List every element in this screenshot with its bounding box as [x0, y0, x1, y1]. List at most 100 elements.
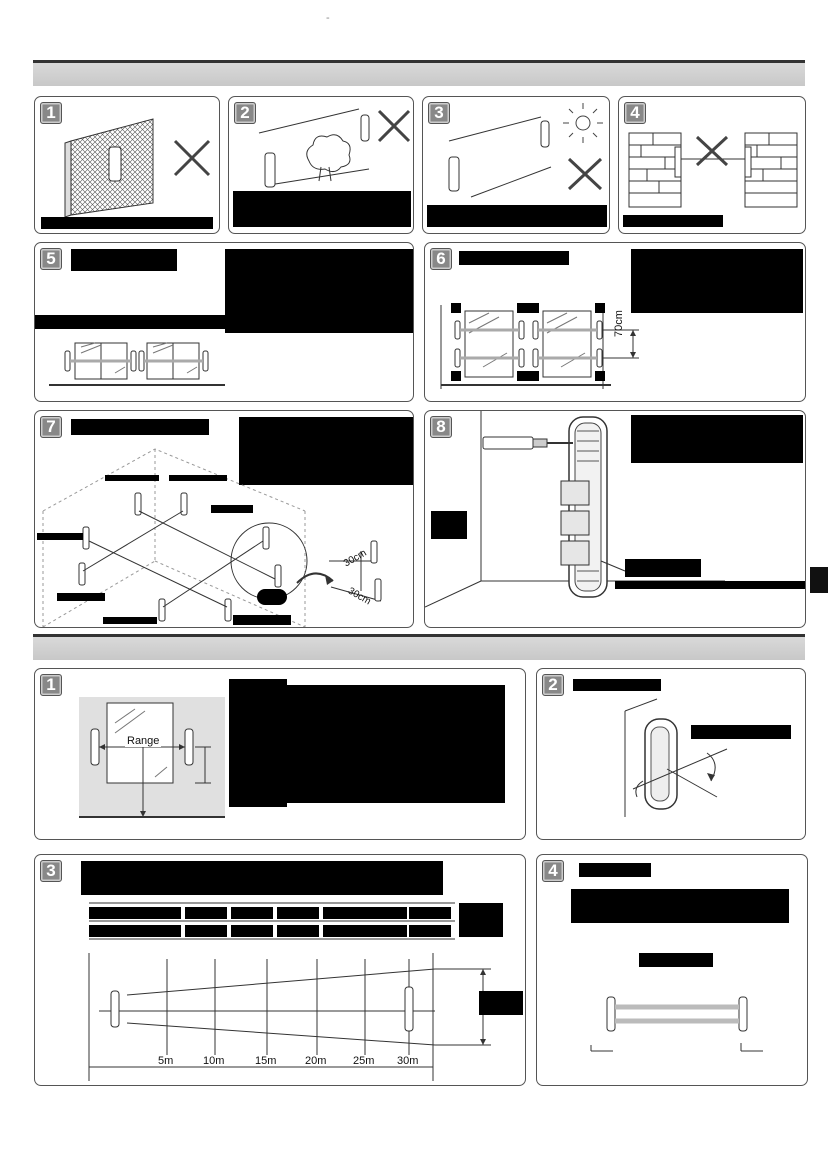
marker-redacted [451, 371, 461, 381]
step-number: 4 [624, 102, 646, 124]
panel-6: 6 70cm [424, 242, 806, 402]
step-number: 7 [40, 416, 62, 438]
brick-walls-illustration [628, 132, 798, 208]
label-redacted [233, 615, 291, 625]
table-cell-redacted [409, 925, 451, 937]
panel-8: 8 [424, 410, 806, 628]
marker-redacted [451, 303, 461, 313]
distance-label: 25m [353, 1055, 375, 1067]
distance-label: 10m [203, 1055, 225, 1067]
step-number: 3 [40, 860, 62, 882]
label-redacted [691, 725, 791, 739]
step-number: 3 [428, 102, 450, 124]
step-number: 5 [40, 248, 62, 270]
range-panel-1: 1 Range [34, 668, 526, 840]
range-panel-2: 2 [536, 668, 806, 840]
table-cell-redacted [365, 925, 407, 937]
label-redacted [257, 589, 287, 605]
label-redacted [639, 953, 713, 967]
section-header-band [33, 60, 805, 86]
wall-mounting-illustration [425, 411, 725, 608]
description-redacted [631, 415, 803, 463]
description-redacted [287, 685, 505, 803]
step-number: 2 [542, 674, 564, 696]
aligned-sensors-illustration [590, 996, 763, 1052]
description-redacted [631, 249, 803, 313]
panel-1: 1 [34, 96, 220, 234]
section-header-band [33, 634, 805, 660]
range-panel-3: 3 5m [34, 854, 526, 1086]
panel-7: 7 30cm [34, 410, 414, 628]
sunlight-illustration [448, 103, 603, 198]
width-label-redacted [479, 991, 523, 1015]
label-redacted [625, 559, 701, 577]
table-header-redacted [89, 925, 181, 937]
table-cell-redacted [365, 907, 407, 919]
title-redacted [71, 249, 177, 271]
description-redacted [225, 249, 413, 333]
panel-2: 2 [228, 96, 414, 234]
marker-redacted [517, 371, 539, 381]
step-number: 4 [542, 860, 564, 882]
step-number: 1 [40, 102, 62, 124]
label-redacted [169, 475, 227, 481]
caption-redacted [427, 205, 607, 227]
unit-redacted [459, 903, 503, 937]
height-label: 70cm [613, 310, 625, 337]
table-header-redacted [89, 907, 181, 919]
table-cell-redacted [409, 907, 451, 919]
tree-obstruction-illustration [258, 108, 411, 188]
table-cell-redacted [185, 925, 227, 937]
stacked-sensors-illustration [440, 305, 639, 389]
description-redacted [239, 417, 413, 485]
range-panel-4: 4 [536, 854, 808, 1086]
label-redacted [431, 511, 467, 539]
label-redacted [103, 617, 157, 624]
step-number: 8 [430, 416, 452, 438]
title-redacted [579, 863, 651, 877]
caption-redacted [615, 581, 805, 589]
range-label: Range [125, 735, 162, 747]
distance-label: 5m [158, 1055, 174, 1067]
table-cell-redacted [323, 925, 365, 937]
caption-redacted [41, 217, 213, 229]
label-redacted [211, 505, 253, 513]
panel-3: 3 [422, 96, 610, 234]
caption-redacted [35, 315, 227, 329]
caption-redacted [623, 215, 723, 227]
step-number: 6 [430, 248, 452, 270]
title-redacted [71, 419, 209, 435]
step-number: 1 [40, 674, 62, 696]
label-redacted [37, 533, 83, 540]
marker-redacted [517, 303, 539, 313]
table-cell-redacted [231, 907, 273, 919]
table-cell-redacted [323, 907, 365, 919]
label-redacted [105, 475, 159, 481]
table-cell-redacted [231, 925, 273, 937]
table-cell-redacted [185, 907, 227, 919]
distance-label: 20m [305, 1055, 327, 1067]
room-cross-sensors-illustration [42, 448, 382, 627]
table-cell-redacted [277, 925, 319, 937]
panel-4: 4 [618, 96, 806, 234]
table-cell-redacted [277, 907, 319, 919]
title-redacted [573, 679, 661, 691]
description-redacted [229, 679, 287, 807]
marker-redacted [595, 371, 605, 381]
title-redacted [81, 861, 443, 895]
wall-mesh-illustration [64, 118, 211, 218]
title-redacted [459, 251, 569, 265]
label-redacted [57, 593, 105, 601]
step-number: 2 [234, 102, 256, 124]
side-tab-redacted [810, 567, 828, 593]
caption-redacted [233, 191, 411, 227]
distance-label: 30m [397, 1055, 419, 1067]
marker-redacted [595, 303, 605, 313]
window-sensors-illustration [49, 342, 225, 386]
detection-range-diagram [88, 902, 491, 1081]
description-redacted [571, 889, 789, 923]
sensor-rotation-illustration [624, 698, 728, 817]
distance-label: 15m [255, 1055, 277, 1067]
panel-5: 5 [34, 242, 414, 402]
page-mark: - [326, 12, 330, 24]
